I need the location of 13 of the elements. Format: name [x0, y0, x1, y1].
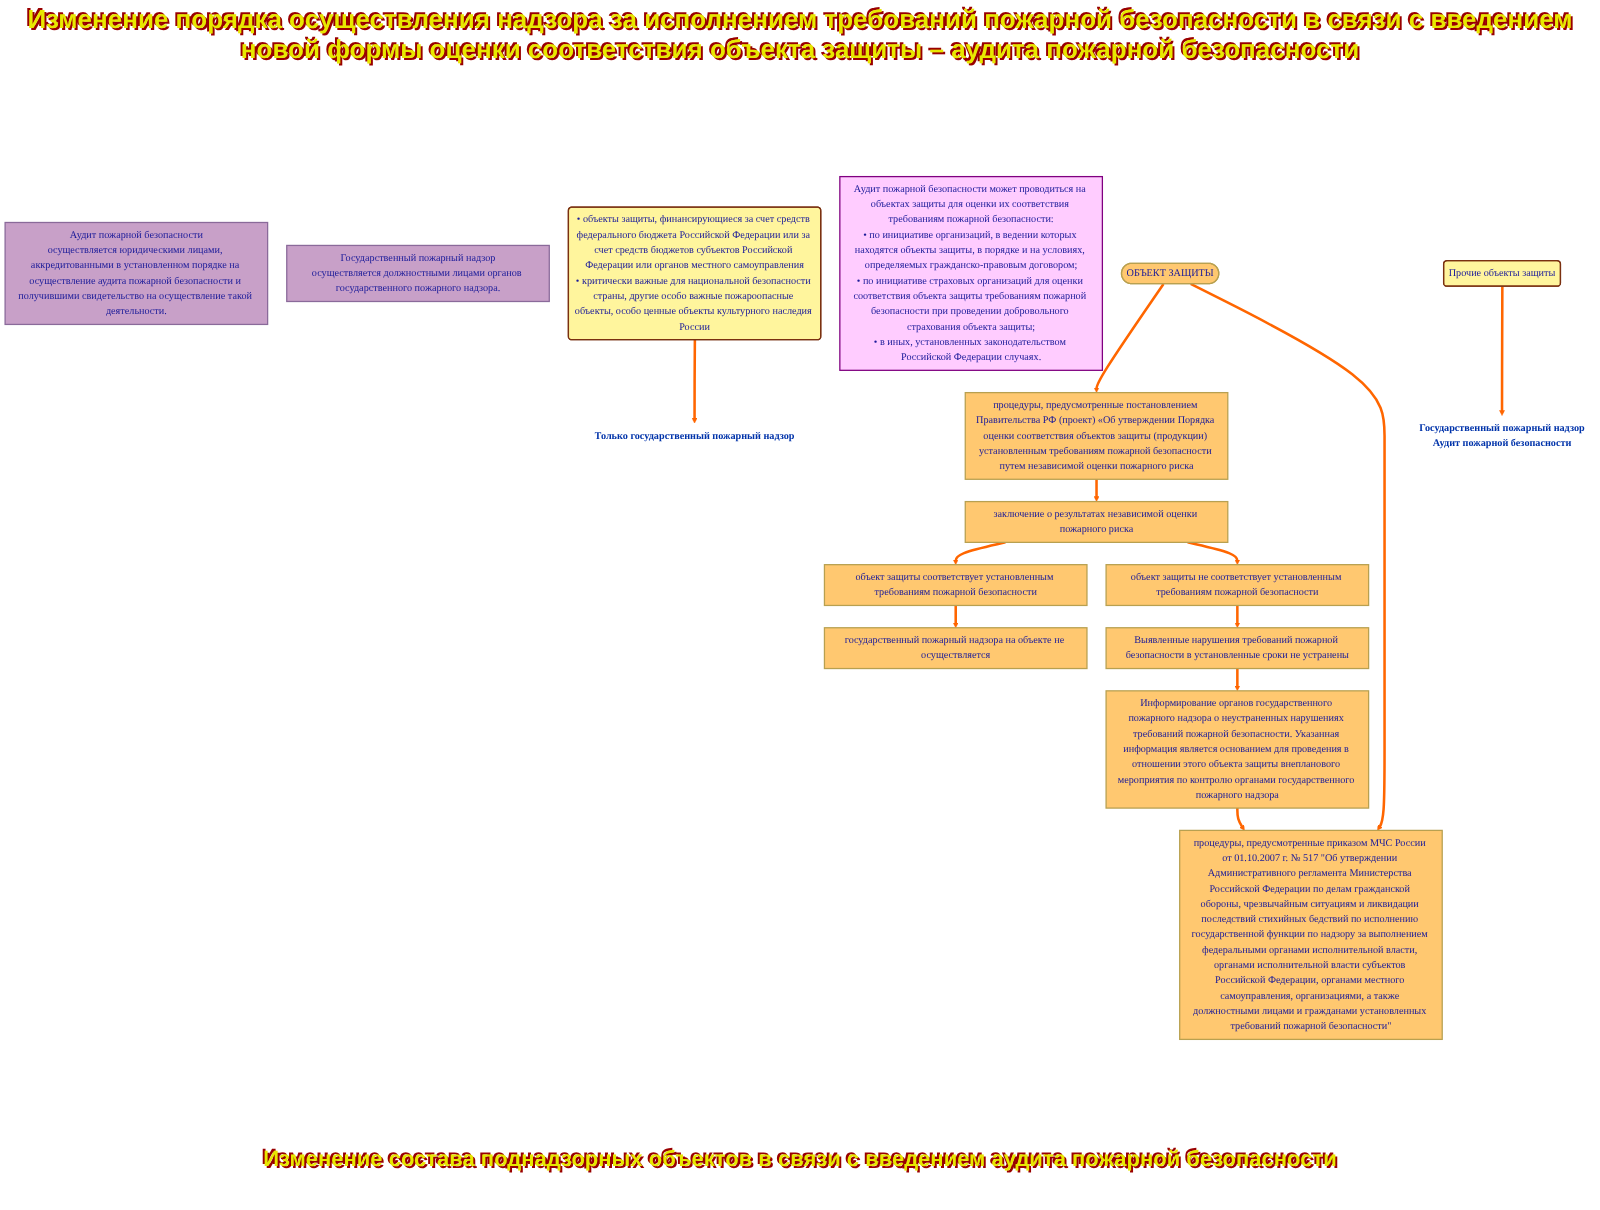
- arrow: [1499, 286, 1505, 416]
- arrow: [1234, 605, 1241, 628]
- arrow: [1236, 808, 1245, 831]
- arrow: [1234, 668, 1241, 692]
- diagram-title: Изменение порядка осуществления надзора за исполнением требований пожарной безопасности в связи с введением новой формы оценки соответствия объекта защиты – аудита пожарной безопасности: [25, 4, 1575, 64]
- arrow: [1190, 282, 1386, 831]
- arrow: [1093, 283, 1165, 393]
- arrow: [691, 340, 698, 424]
- arrow: [1093, 479, 1100, 502]
- arrow: [1187, 541, 1241, 565]
- arrow: [952, 605, 959, 628]
- arrow: [952, 541, 1006, 565]
- section-heading: Изменение состава поднадзорных объектов в связи с введением аудита пожарной безопасности: [261, 1148, 1339, 1172]
